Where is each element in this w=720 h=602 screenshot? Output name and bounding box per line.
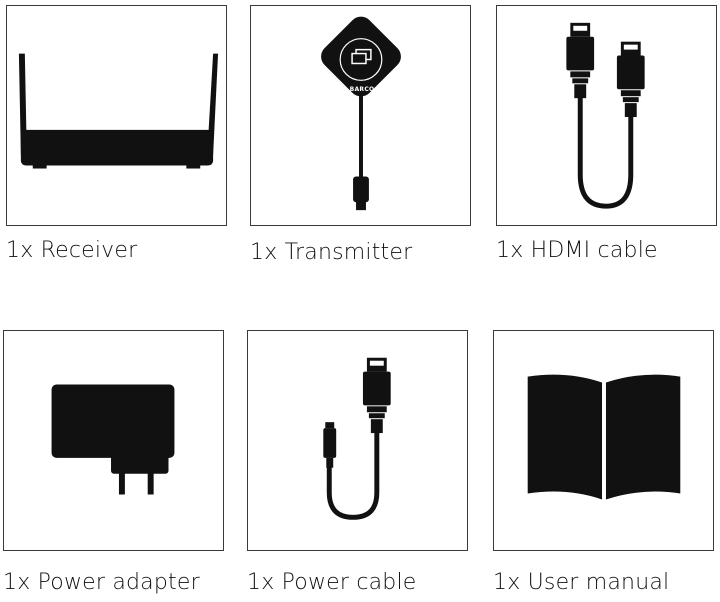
transmitter-icon: [321, 16, 401, 211]
caption-power-adapter: 1x Power adapter: [3, 570, 200, 595]
item-box-receiver: [6, 5, 227, 226]
item-box-power-adapter: [3, 330, 224, 551]
power-adapter-icon: [51, 384, 175, 495]
receiver-icon: [18, 53, 219, 169]
user-manual-icon: [527, 374, 681, 500]
item-box-user-manual: [493, 330, 714, 551]
caption-power-cable: 1x Power cable: [247, 570, 417, 595]
transmitter-brand-mark: BARCO: [349, 86, 375, 93]
caption-receiver: 1x Receiver: [6, 238, 138, 263]
caption-hdmi-cable: 1x HDMI cable: [496, 238, 658, 263]
power-cable-icon: [323, 357, 391, 520]
caption-user-manual: 1x User manual: [493, 570, 670, 595]
item-box-power-cable: [247, 330, 468, 551]
item-box-transmitter: BARCO: [250, 5, 471, 226]
hdmi-cable-icon: [566, 22, 645, 209]
caption-transmitter: 1x Transmitter: [250, 240, 413, 265]
item-box-hdmi-cable: [496, 5, 717, 226]
